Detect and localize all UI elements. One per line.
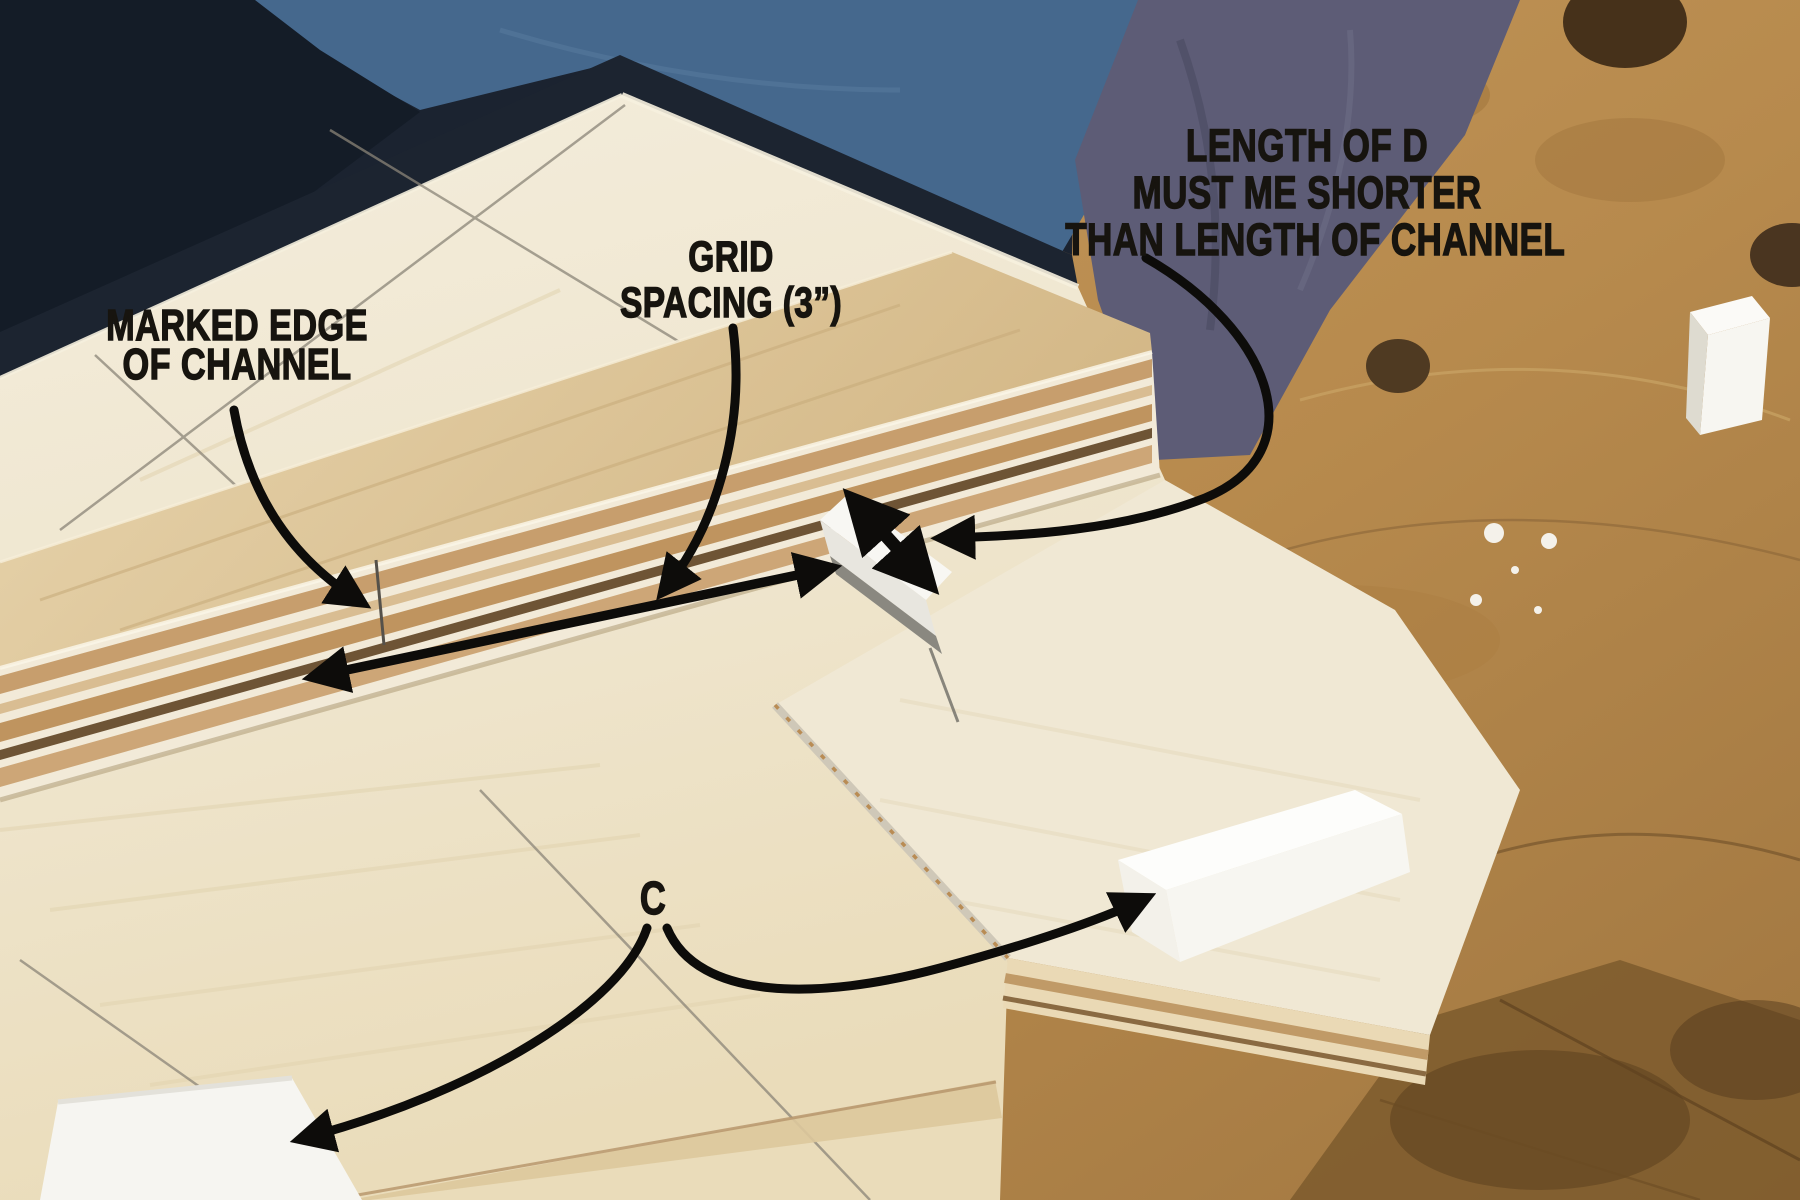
arrow-c-left xyxy=(289,923,652,1153)
grid-spacing-label-line2: SPACING (3”) xyxy=(619,279,843,327)
length-of-d-label-line1: LENGTH OF D xyxy=(1185,120,1429,171)
board-edge-highlight xyxy=(620,92,1080,290)
fabric-fold xyxy=(1176,38,1220,331)
length-of-d-label: LENGTH OF D MUST ME SHORTER THAN LENGTH … xyxy=(1065,120,1566,265)
bench-stain-dark xyxy=(1670,1000,1800,1100)
edge-layer-stripe xyxy=(1004,973,1429,1060)
foam-pad-bottom-left xyxy=(40,1075,362,1200)
annotation-arrows xyxy=(229,253,1274,1153)
arrow-length-of-d-leader xyxy=(930,253,1274,560)
bench-scratch xyxy=(1379,1098,1701,1200)
marked-edge-label: MARKED EDGE OF CHANNEL xyxy=(104,301,369,389)
part-c-label: C xyxy=(632,872,674,924)
foam-block-small xyxy=(1686,296,1770,435)
fabric-fold xyxy=(1297,29,1355,292)
arrow-c-right xyxy=(662,892,1157,994)
bench-stain-dark xyxy=(1390,1050,1690,1190)
pencil-mark xyxy=(928,647,960,723)
length-of-d-label-line2: MUST ME SHORTER xyxy=(1132,167,1482,218)
arrow-length-of-d-measure xyxy=(842,488,940,595)
arrow-grid-spacing-measure xyxy=(301,552,843,693)
part-c-label-text: C xyxy=(639,872,667,924)
bench-dog-hole xyxy=(1366,339,1430,393)
purple-fabric xyxy=(1075,0,1520,460)
bench-dog-hole xyxy=(1750,223,1800,287)
wood-grain xyxy=(39,303,1021,632)
bench-scratch xyxy=(1249,518,1800,562)
board-edge-highlight xyxy=(0,93,623,380)
bench-dog-hole xyxy=(1563,0,1687,68)
marked-edge-label-line1: MARKED EDGE xyxy=(106,301,368,350)
dark-fabric-left xyxy=(0,0,420,340)
board-bottom-edge-line xyxy=(351,1080,997,1198)
fence-board xyxy=(0,250,1152,668)
edge-layer-stripe xyxy=(1002,995,1427,1077)
shadow-under-fabric xyxy=(0,55,1078,378)
bench-scratch xyxy=(1499,998,1800,1162)
length-of-d-label-line3: THAN LENGTH OF CHANNEL xyxy=(1065,214,1566,265)
paint-splatter xyxy=(1470,523,1557,614)
glue-squeeze-out xyxy=(773,703,1010,960)
grid-spacing-label-line1: GRID xyxy=(688,233,774,281)
marked-edge-label-line2: OF CHANNEL xyxy=(122,340,352,389)
grid-spacing-label: GRID SPACING (3”) xyxy=(591,233,872,327)
fabric-fold xyxy=(499,27,901,93)
bench-stain xyxy=(1535,118,1725,202)
